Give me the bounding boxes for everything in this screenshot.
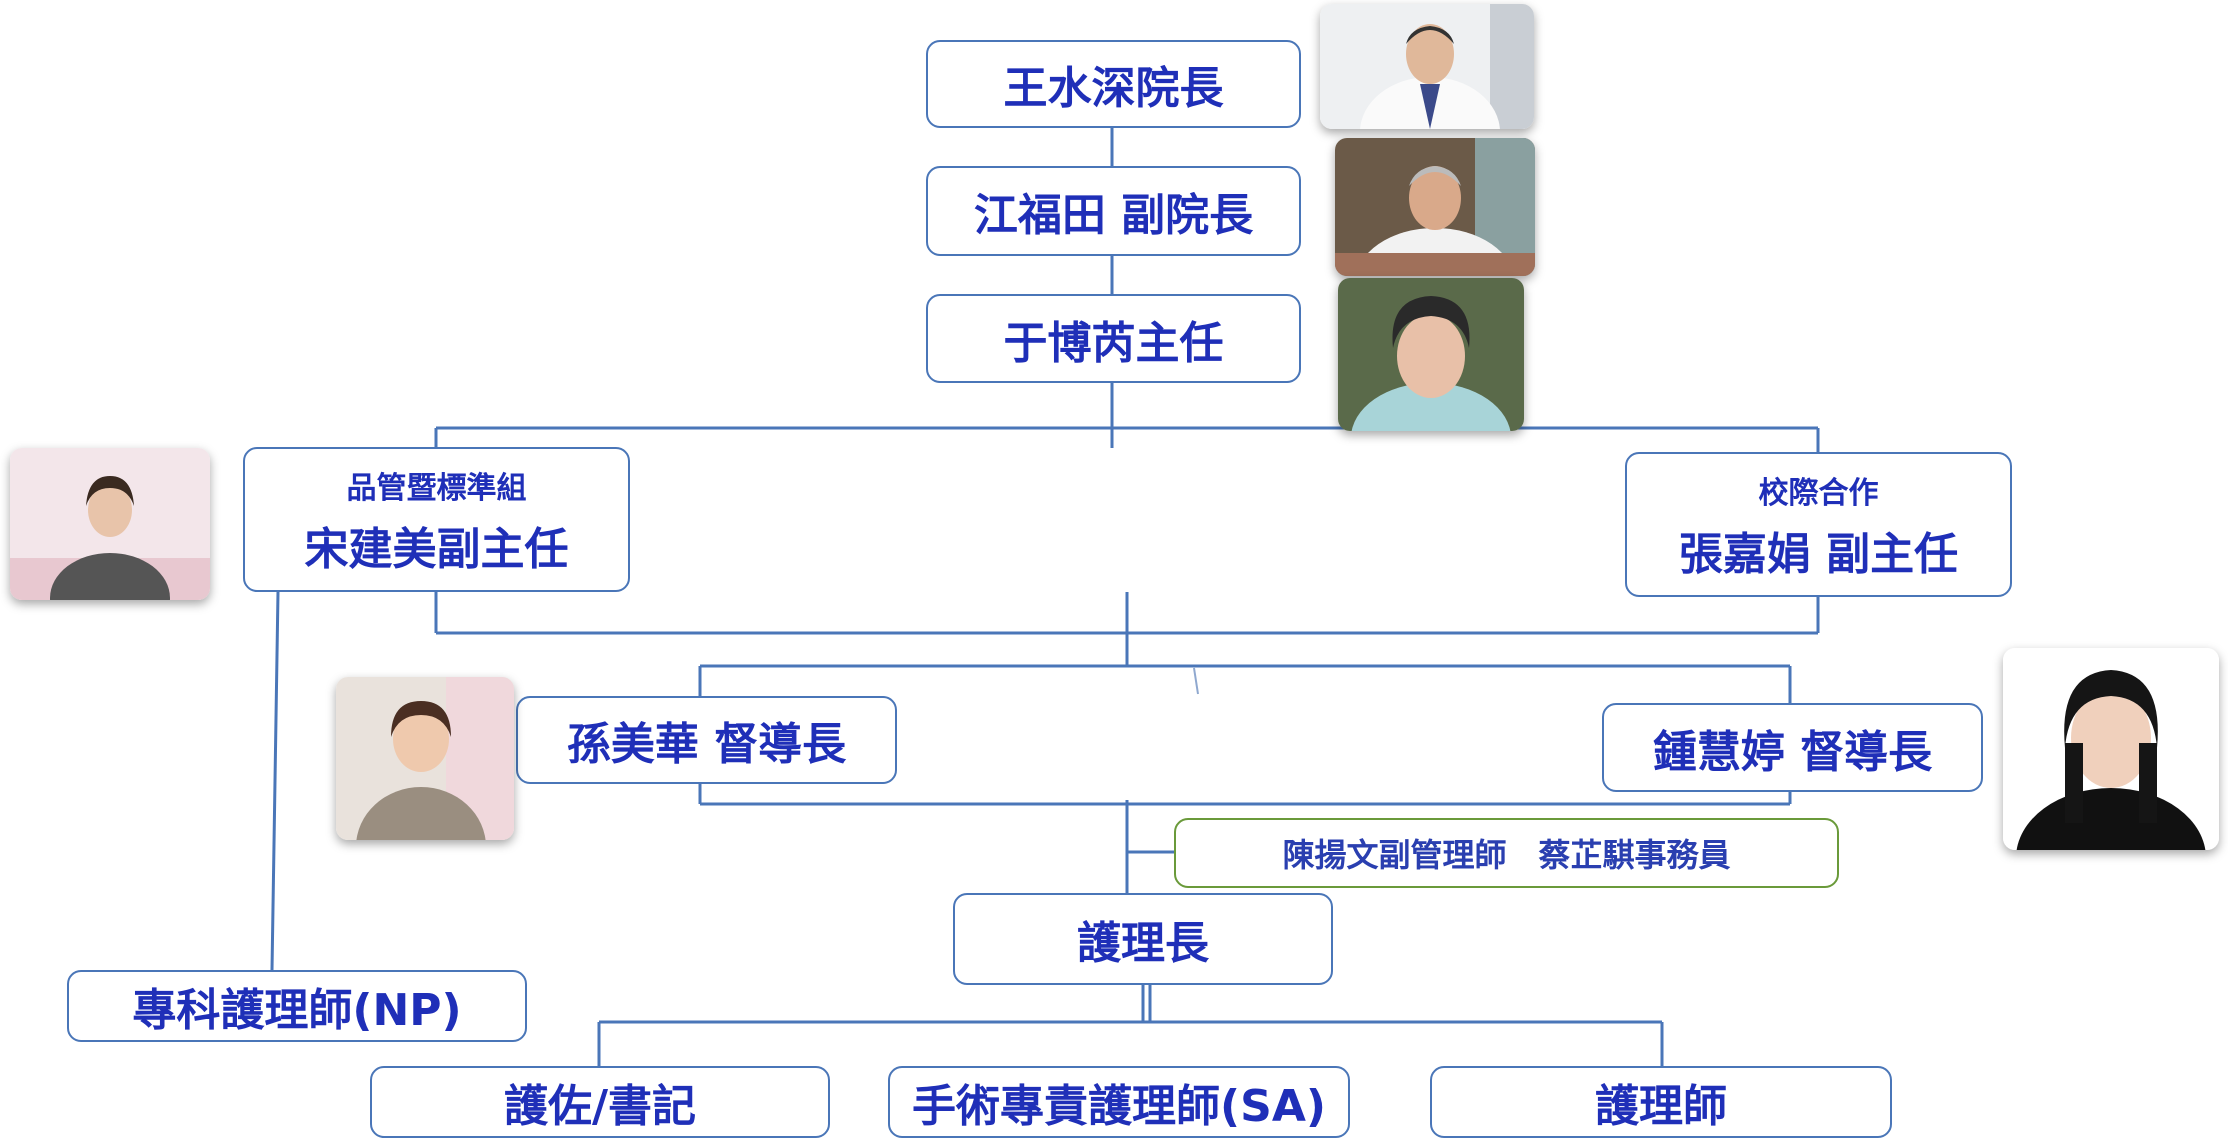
- director-photo: [1338, 278, 1524, 431]
- np-box[interactable]: 專科護理師(NP): [67, 970, 527, 1042]
- vice-president-label: 江福田 副院長: [973, 190, 1254, 241]
- np-label: 專科護理師(NP): [132, 985, 462, 1036]
- vice-president-photo: [1335, 138, 1535, 276]
- head-nurse-box[interactable]: 護理長: [953, 893, 1333, 985]
- staff-label: 陳揚文副管理師 蔡芷騏事務員: [1282, 836, 1731, 874]
- aide-label: 護佐/書記: [503, 1081, 697, 1132]
- director-label: 于博芮主任: [1003, 317, 1224, 369]
- nurse-label: 護理師: [1595, 1081, 1727, 1132]
- aide-box[interactable]: 護佐/書記: [370, 1066, 830, 1138]
- director-box[interactable]: 于博芮主任: [926, 294, 1301, 383]
- collab-name: 張嘉娟 副主任: [1678, 528, 1959, 580]
- supervisor-2-label: 鍾慧婷 督導長: [1652, 726, 1933, 778]
- president-label: 王水深院長: [1003, 63, 1224, 114]
- sa-label: 手術專責護理師(SA): [912, 1081, 1326, 1132]
- president-photo: [1320, 4, 1534, 129]
- collab-unit: 校際合作: [1758, 475, 1879, 511]
- president-box[interactable]: 王水深院長: [926, 40, 1301, 128]
- qa-group-name: 宋建美副主任: [304, 523, 569, 575]
- staff-box[interactable]: 陳揚文副管理師 蔡芷騏事務員: [1174, 818, 1839, 888]
- supervisor-1-photo: [336, 677, 514, 840]
- supervisor-2-box[interactable]: 鍾慧婷 督導長: [1602, 703, 1983, 792]
- collab-box[interactable]: 校際合作 張嘉娟 副主任: [1625, 452, 2012, 597]
- supervisor-2-photo: [2003, 648, 2219, 850]
- vice-president-box[interactable]: 江福田 副院長: [926, 166, 1301, 256]
- head-nurse-label: 護理長: [1077, 918, 1209, 969]
- nurse-box[interactable]: 護理師: [1430, 1066, 1892, 1138]
- sa-box[interactable]: 手術專責護理師(SA): [888, 1066, 1350, 1138]
- qa-group-photo: [10, 448, 210, 600]
- supervisor-1-label: 孫美華 督導長: [566, 719, 847, 770]
- qa-group-box[interactable]: 品管暨標準組 宋建美副主任: [243, 447, 630, 592]
- supervisor-1-box[interactable]: 孫美華 督導長: [516, 696, 897, 784]
- qa-group-unit: 品管暨標準組: [346, 470, 527, 506]
